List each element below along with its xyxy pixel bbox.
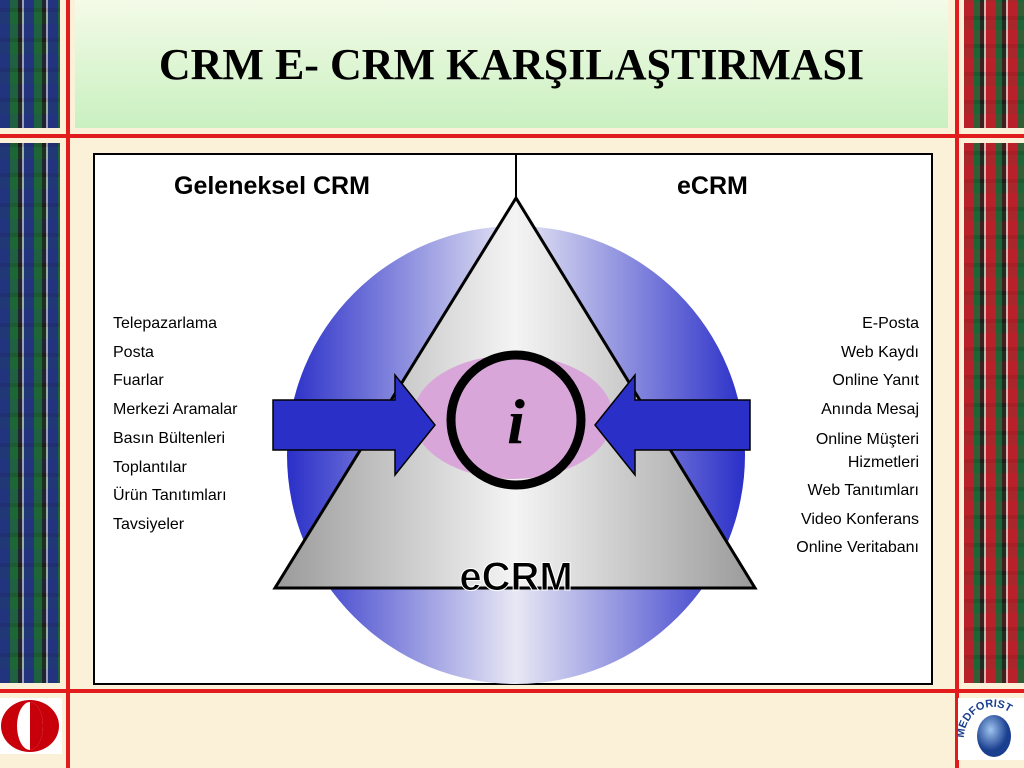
list-item: Online Veritabanı (796, 539, 919, 557)
medforist-logo: MEDFORIST (955, 698, 1024, 760)
center-label: eCRM (459, 555, 572, 599)
right-header: eCRM (677, 172, 748, 200)
plaid-decoration (0, 0, 60, 128)
list-item: Online Yanıt (832, 372, 919, 390)
list-item: Basın Bültenleri (113, 429, 226, 447)
list-item: Online Müşteri Hizmetleri (815, 430, 919, 471)
divider (66, 0, 70, 768)
right-arrow-icon (594, 372, 751, 478)
list-item: Fuarlar (113, 372, 164, 390)
info-icon: i (507, 386, 525, 457)
list-item: Video Konferans (800, 510, 919, 528)
info-circle-icon (446, 350, 586, 490)
plaid-decoration (964, 0, 1024, 128)
list-item: Web Tanıtımları (807, 481, 919, 499)
university-logo (0, 698, 62, 754)
divider (0, 134, 1024, 138)
ecrm-list: E-Posta Web Kaydı Online Yanıt Anında Me… (779, 310, 919, 563)
left-header: Geleneksel CRM (174, 172, 370, 200)
traditional-list: Telepazarlama Posta Fuarlar Merkezi Aram… (113, 310, 237, 540)
left-arrow-icon (272, 372, 436, 478)
list-item: Telepazarlama (113, 315, 218, 332)
plaid-decoration (0, 143, 60, 683)
list-item: Anında Mesaj (821, 401, 919, 419)
list-item: E-Posta (862, 315, 919, 332)
list-item: Posta (113, 343, 154, 361)
list-item: Web Kaydı (841, 343, 919, 361)
plaid-decoration (964, 143, 1024, 683)
list-item: Merkezi Aramalar (113, 401, 238, 419)
list-item: Toplantılar (113, 458, 187, 476)
list-item: Ürün Tanıtımları (113, 487, 227, 505)
divider (0, 689, 1024, 693)
list-item: Tavsiyeler (113, 515, 185, 533)
divider (955, 0, 959, 768)
slide-title: CRM E- CRM KARŞILAŞTIRMASI (75, 0, 948, 128)
